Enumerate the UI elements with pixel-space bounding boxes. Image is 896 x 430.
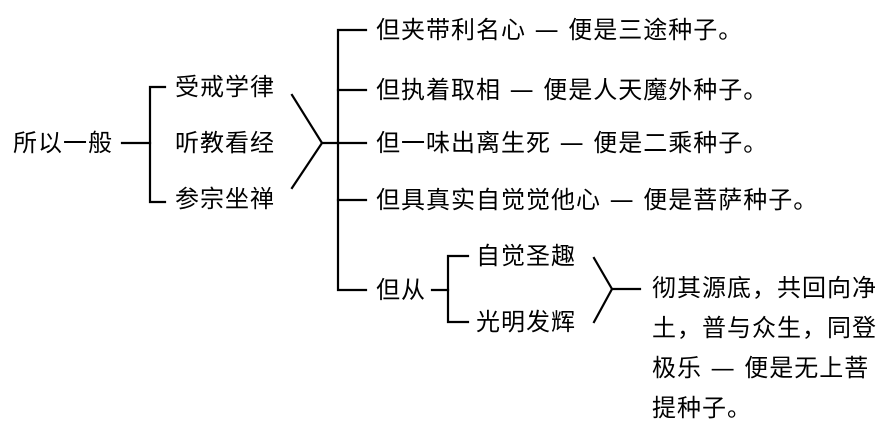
conclusion-line-2: 土，普与众生，同登 (652, 314, 877, 342)
outcome-2-dash: — (509, 76, 535, 104)
conclusion-line-1: 彻其源底，共回向净 (652, 274, 877, 302)
outcome-1-result: 便是三途种子。 (568, 16, 744, 44)
sub-2-label: 光明发辉 (476, 308, 576, 336)
root-label: 所以一般 (13, 129, 113, 157)
outcome-4-condition: 但具真实自觉觉他心 (376, 186, 601, 214)
practices-bracket (148, 85, 167, 204)
outcome-4: 但具真实自觉觉他心 — 便是菩萨种子。 (376, 186, 818, 214)
practice-3-label: 参宗坐禅 (175, 185, 275, 213)
outcome-1: 但夹带利名心 — 便是三途种子。 (376, 16, 743, 44)
sub-chevron (592, 256, 614, 324)
last-branch-label: 但从 (376, 276, 426, 304)
conclusion-line-3: 极乐 — 便是无上菩 (652, 354, 870, 382)
outcome-3: 但一味出离生死 — 便是二乘种子。 (376, 129, 768, 157)
outcome-1-dash: — (534, 16, 560, 44)
outcome-2-result: 便是人天魔外种子。 (543, 76, 769, 104)
outcomes-bracket (336, 28, 368, 292)
outcome-3-condition: 但一味出离生死 (376, 129, 551, 157)
practices-chevron (290, 93, 324, 190)
outcome-2: 但执着取相 — 便是人天魔外种子。 (376, 76, 768, 104)
sub-1-label: 自觉圣趣 (476, 242, 576, 270)
conclusion-paragraph: 彻其源底，共回向净 土，普与众生，同登 极乐 — 便是无上菩 提种子。 (652, 268, 892, 428)
practice-2-label: 听教看经 (175, 129, 275, 157)
outcome-4-dash: — (609, 186, 635, 214)
outcome-3-result: 便是二乘种子。 (593, 129, 769, 157)
outcome-4-result: 便是菩萨种子。 (643, 186, 819, 214)
sub-bracket (446, 254, 470, 324)
conclusion-line-4: 提种子。 (652, 394, 752, 422)
outcome-2-condition: 但执着取相 (376, 76, 501, 104)
practice-1-label: 受戒学律 (175, 73, 275, 101)
outcome-3-dash: — (559, 129, 585, 157)
outcome-1-condition: 但夹带利名心 (376, 16, 526, 44)
